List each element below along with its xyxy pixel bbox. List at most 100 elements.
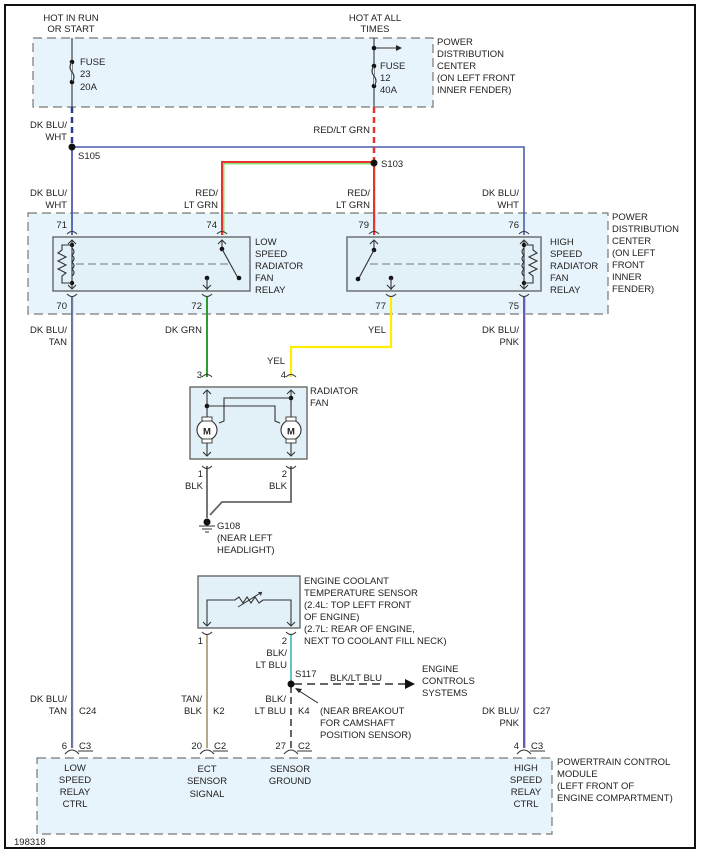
source-run-start-2: OR START [47, 24, 94, 35]
svg-text:DISTRIBUTION: DISTRIBUTION [437, 49, 504, 60]
pcm-connector-c2-b: C2 [298, 741, 310, 752]
splice-s103-label: S103 [381, 159, 403, 170]
pin-76: 76 [508, 220, 519, 231]
ground-icon [199, 518, 215, 533]
fuse-23-icon [69, 59, 75, 85]
pcm-terminals [64, 749, 532, 755]
svg-text:(NEAR BREAKOUT: (NEAR BREAKOUT [320, 706, 405, 717]
wire-label-red-ltgrn: RED/LT GRN [313, 125, 370, 136]
svg-text:ENGINE COMPARTMENT): ENGINE COMPARTMENT) [557, 793, 673, 804]
pin-75: 75 [508, 301, 519, 312]
svg-text:FAN: FAN [550, 273, 569, 284]
wire-label-75-1: DK BLU/ [482, 325, 519, 336]
circuit-k2: K2 [213, 706, 225, 717]
pcm-connector-c3-a: C3 [79, 741, 91, 752]
engine-controls-label: ENGINE CONTROLS SYSTEMS [422, 664, 475, 699]
svg-text:RELAY: RELAY [511, 787, 542, 798]
fan-pin-3: 3 [197, 370, 202, 381]
wire-label-fan-yel: YEL [267, 356, 285, 367]
svg-text:SPEED: SPEED [255, 249, 287, 260]
svg-text:LOW: LOW [255, 237, 277, 248]
svg-text:INNER: INNER [612, 272, 642, 283]
wire-label-dkblu: DK BLU/ [30, 120, 67, 131]
svg-text:CONTROLS: CONTROLS [422, 676, 475, 687]
wire-label-k2-2: BLK [184, 706, 203, 717]
pdc-relays-label: POWER DISTRIBUTION CENTER (ON LEFT FRONT… [612, 212, 679, 295]
ect-pin-2: 2 [282, 636, 287, 647]
svg-text:NEXT TO COOLANT FILL NECK): NEXT TO COOLANT FILL NECK) [304, 636, 447, 647]
low-relay-label: LOW SPEED RADIATOR FAN RELAY [255, 237, 303, 296]
source-all-times-1: HOT AT ALL [349, 13, 401, 24]
pin-77: 77 [375, 301, 386, 312]
relay-switch-icon [221, 248, 239, 279]
wire-label-75-2: PNK [499, 337, 519, 348]
svg-text:POWERTRAIN CONTROL: POWERTRAIN CONTROL [557, 757, 670, 768]
svg-text:CENTER: CENTER [437, 61, 476, 72]
svg-text:OF ENGINE): OF ENGINE) [304, 612, 359, 623]
wire-label-engine-controls: BLK/LT BLU [330, 673, 382, 684]
svg-text:SENSOR: SENSOR [187, 776, 227, 787]
svg-text:INNER FENDER): INNER FENDER) [437, 85, 511, 96]
wire-label-blk-2: BLK [269, 481, 288, 492]
svg-text:SYSTEMS: SYSTEMS [422, 688, 467, 699]
fuse-12-rating: 40A [380, 85, 398, 96]
pcm-terminal-high-speed: HIGH SPEED RELAY CTRL [510, 763, 542, 810]
svg-text:(ON LEFT: (ON LEFT [612, 248, 655, 259]
pcm-pin-4: 4 [514, 741, 519, 752]
ground-location-1: (NEAR LEFT [217, 533, 273, 544]
svg-text:RELAY: RELAY [60, 787, 91, 798]
pcm-connector-c2-a: C2 [214, 741, 226, 752]
svg-text:POWER: POWER [437, 37, 473, 48]
wire-label-c27-1: DK BLU/ [482, 706, 519, 717]
svg-text:CTRL: CTRL [63, 799, 88, 810]
wire-label-79-1: RED/ [347, 188, 370, 199]
circuit-c27: C27 [533, 706, 550, 717]
pcm-box [36, 757, 553, 835]
wire-label-wht: WHT [45, 132, 67, 143]
svg-text:ECT: ECT [198, 764, 217, 775]
ect-pin-1: 1 [198, 636, 203, 647]
fan-pin-1: 1 [198, 469, 203, 480]
pin-79: 79 [358, 220, 369, 231]
svg-text:SPEED: SPEED [59, 775, 91, 786]
fuse-12-icon [371, 45, 377, 89]
s117-note: (NEAR BREAKOUT FOR CAMSHAFT POSITION SEN… [320, 706, 411, 741]
svg-text:SIGNAL: SIGNAL [190, 789, 225, 800]
wire-label-ect2-1: BLK/ [266, 648, 287, 659]
wire-label-k4-2: LT BLU [255, 706, 286, 717]
wire-label-c24-2: TAN [49, 706, 67, 717]
pdc-top-label: POWER DISTRIBUTION CENTER (ON LEFT FRONT… [437, 37, 516, 96]
svg-text:SPEED: SPEED [510, 775, 542, 786]
svg-text:RADIATOR: RADIATOR [550, 261, 598, 272]
svg-text:LOW: LOW [64, 763, 86, 774]
pcm-pin-27: 27 [275, 741, 286, 752]
pcm-pin-6: 6 [62, 741, 67, 752]
low-speed-relay [52, 236, 251, 292]
circuit-c24: C24 [79, 706, 96, 717]
wire-label-74-2: LT GRN [184, 200, 218, 211]
wire-label-k4-1: BLK/ [265, 694, 286, 705]
coil-resistor-icon [524, 244, 539, 284]
svg-text:CTRL: CTRL [514, 799, 539, 810]
motor-left-icon: M [196, 416, 218, 444]
pcm-pin-20: 20 [191, 741, 202, 752]
pcm-label: POWERTRAIN CONTROL MODULE (LEFT FRONT OF… [557, 757, 673, 804]
svg-text:TEMPERATURE SENSOR: TEMPERATURE SENSOR [304, 588, 418, 599]
wire-label-k2-1: TAN/ [181, 694, 202, 705]
ect-sensor [197, 575, 301, 635]
ground-id: G108 [217, 521, 240, 532]
fuse-23-rating: 20A [80, 82, 98, 93]
svg-text:FENDER): FENDER) [612, 284, 654, 295]
wire-red-ltgrn-to-74 [221, 161, 374, 235]
svg-text:M: M [287, 427, 295, 438]
source-all-times-2: TIMES [360, 24, 389, 35]
svg-text:FOR CAMSHAFT: FOR CAMSHAFT [320, 718, 395, 729]
thermistor-icon [237, 591, 263, 608]
wire-label-c27-2: PNK [499, 718, 519, 729]
wire-label-71-1: DK BLU/ [30, 188, 67, 199]
pcm-terminal-sensor-ground: SENSOR GROUND [269, 764, 311, 787]
splice-s117-label: S117 [295, 669, 316, 680]
wire-label-79-2: LT GRN [336, 200, 370, 211]
fan-pin-4: 4 [281, 370, 286, 381]
